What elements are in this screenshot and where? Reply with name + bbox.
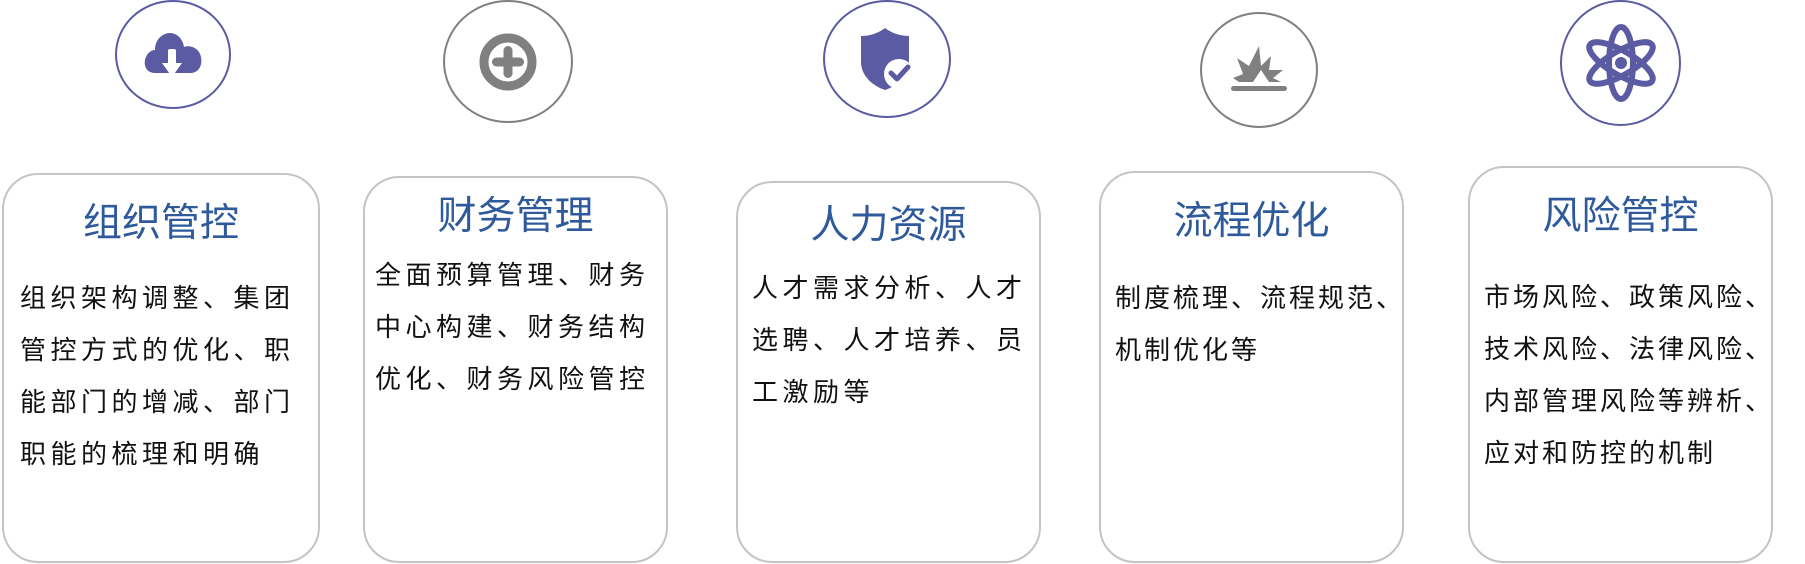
- body-line: 中心构建、财务结构: [375, 313, 650, 343]
- card-body: 制度梳理、流程规范、 机制优化等: [1115, 273, 1405, 377]
- body-line: 管控方式的优化、职: [20, 336, 295, 366]
- card-title: 财务管理: [437, 194, 594, 239]
- body-line: 全面预算管理、财务: [375, 261, 650, 291]
- card-title: 流程优化: [1173, 199, 1330, 244]
- shield-check-icon-circle: [823, 0, 951, 118]
- card-organization-control: 组织管控 组织架构调整、集团 管控方式的优化、职 能部门的增减、部门 职能的梳理…: [2, 173, 320, 563]
- body-line: 技术风险、法律风险、: [1484, 335, 1775, 365]
- cloud-download-icon-circle: [115, 0, 231, 109]
- atom-icon: [1585, 24, 1656, 102]
- body-line: 市场风险、政策风险、: [1484, 283, 1775, 313]
- card-process-optimization: 流程优化 制度梳理、流程规范、 机制优化等: [1099, 171, 1404, 563]
- body-line: 应对和防控的机制: [1484, 439, 1717, 469]
- shield-check-icon: [861, 28, 914, 90]
- body-line: 优化、财务风险管控: [375, 365, 650, 395]
- body-line: 机制优化等: [1115, 336, 1261, 366]
- explosion-icon: [1231, 46, 1287, 91]
- body-line: 内部管理风险等辨析、: [1484, 387, 1775, 417]
- card-body: 组织架构调整、集团 管控方式的优化、职 能部门的增减、部门 职能的梳理和明确: [20, 273, 295, 481]
- card-body: 市场风险、政策风险、 技术风险、法律风险、 内部管理风险等辨析、 应对和防控的机…: [1484, 272, 1774, 480]
- body-line: 能部门的增减、部门: [20, 388, 295, 418]
- body-line: 人才需求分析、人才: [752, 274, 1027, 304]
- card-risk-control: 风险管控 市场风险、政策风险、 技术风险、法律风险、 内部管理风险等辨析、 应对…: [1468, 166, 1773, 563]
- card-title: 风险管控: [1542, 194, 1699, 239]
- card-human-resources: 人力资源 人才需求分析、人才 选聘、人才培养、员 工激励等: [736, 181, 1041, 563]
- body-line: 组织架构调整、集团: [20, 284, 295, 314]
- cloud-download-icon: [144, 32, 202, 77]
- atom-icon-circle: [1560, 0, 1681, 126]
- card-title: 人力资源: [810, 203, 967, 248]
- card-body: 人才需求分析、人才 选聘、人才培养、员 工激励等: [752, 263, 1027, 419]
- body-line: 选聘、人才培养、员: [752, 326, 1027, 356]
- body-line: 制度梳理、流程规范、: [1115, 284, 1406, 314]
- body-line: 工激励等: [752, 378, 875, 408]
- explosion-icon-circle: [1200, 12, 1318, 128]
- card-financial-management: 财务管理 全面预算管理、财务 中心构建、财务结构 优化、财务风险管控: [363, 176, 668, 563]
- card-title: 组织管控: [82, 201, 239, 246]
- body-line: 职能的梳理和明确: [20, 440, 265, 470]
- plus-circle-icon: [479, 33, 537, 90]
- plus-circle-icon-circle: [443, 0, 573, 123]
- card-body: 全面预算管理、财务 中心构建、财务结构 优化、财务风险管控: [375, 250, 650, 406]
